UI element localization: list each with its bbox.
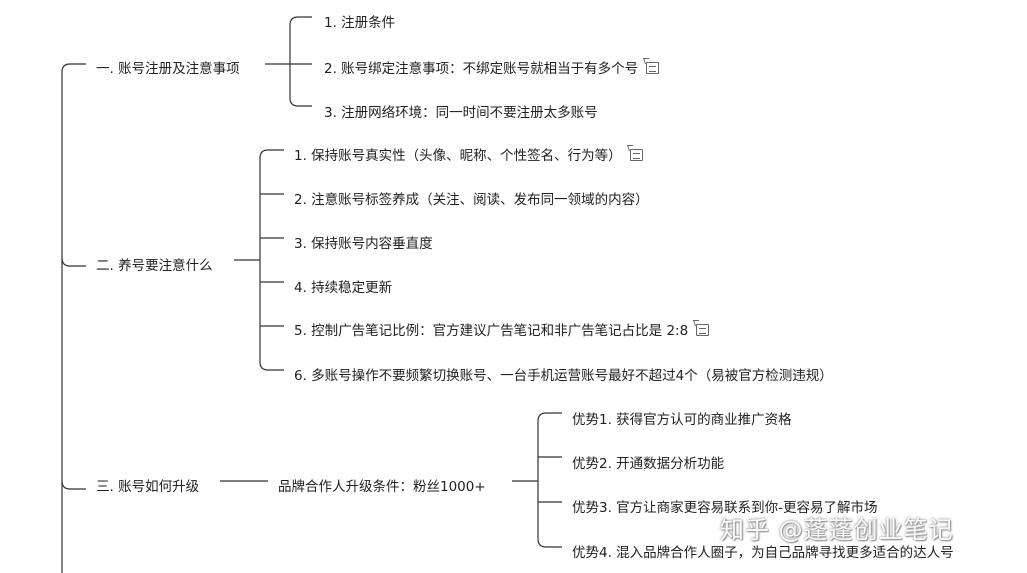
note-icon[interactable] xyxy=(696,324,710,336)
branch1-item-2[interactable]: 2. 账号绑定注意事项：不绑定账号就相当于有多个号 xyxy=(324,60,660,78)
note-icon[interactable] xyxy=(646,62,660,74)
branch2-item-2[interactable]: 2. 注意账号标签养成（关注、阅读、发布同一领域的内容） xyxy=(294,192,649,208)
branch2-item-4[interactable]: 4. 持续稳定更新 xyxy=(294,280,393,296)
branch2-bracket xyxy=(259,149,284,371)
branch1-item-2-label: 2. 账号绑定注意事项：不绑定账号就相当于有多个号 xyxy=(324,61,639,77)
branch3-item-1[interactable]: 优势1. 获得官方认可的商业推广资格 xyxy=(572,412,792,428)
branch2-item-1[interactable]: 1. 保持账号真实性（头像、昵称、个性签名、行为等） xyxy=(294,147,643,165)
branch2-item-6[interactable]: 6. 多账号操作不要频繁切换账号、一台手机运营账号最好不超过4个（易被官方检测违… xyxy=(294,368,833,384)
branch2-item-3[interactable]: 3. 保持账号内容垂直度 xyxy=(294,236,433,252)
branch1-item-1[interactable]: 1. 注册条件 xyxy=(324,15,396,31)
branch3-item-4[interactable]: 优势4. 混入品牌合作人圈子，为自己品牌寻找更多适合的达人号 xyxy=(572,545,954,561)
note-icon[interactable] xyxy=(629,149,643,161)
branch1-title[interactable]: 一. 账号注册及注意事项 xyxy=(96,61,240,77)
branch3-middle-node[interactable]: 品牌合作人升级条件：粉丝1000+ xyxy=(278,479,486,495)
branch2-item-1-label: 1. 保持账号真实性（头像、昵称、个性签名、行为等） xyxy=(294,148,622,164)
root-trunk xyxy=(61,63,86,573)
branch3-item-2[interactable]: 优势2. 开通数据分析功能 xyxy=(572,456,725,472)
branch3-item-3[interactable]: 优势3. 官方让商家更容易联系到你-更容易了解市场 xyxy=(572,500,878,516)
branch3-title[interactable]: 三. 账号如何升级 xyxy=(96,479,200,495)
root-link-2 xyxy=(61,257,86,267)
branch2-item-5-label: 5. 控制广告笔记比例：官方建议广告笔记和非广告笔记占比是 2:8 xyxy=(294,323,689,339)
branch2-title[interactable]: 二. 养号要注意什么 xyxy=(96,258,213,274)
watermark: 知乎 @蓬蓬创业笔记 xyxy=(720,516,954,544)
branch3-bracket xyxy=(537,412,562,548)
branch2-item-5[interactable]: 5. 控制广告笔记比例：官方建议广告笔记和非广告笔记占比是 2:8 xyxy=(294,322,710,340)
root-link-3 xyxy=(61,480,86,490)
branch1-bracket xyxy=(289,16,312,107)
branch1-item-3[interactable]: 3. 注册网络环境：同一时间不要注册太多账号 xyxy=(324,105,598,121)
